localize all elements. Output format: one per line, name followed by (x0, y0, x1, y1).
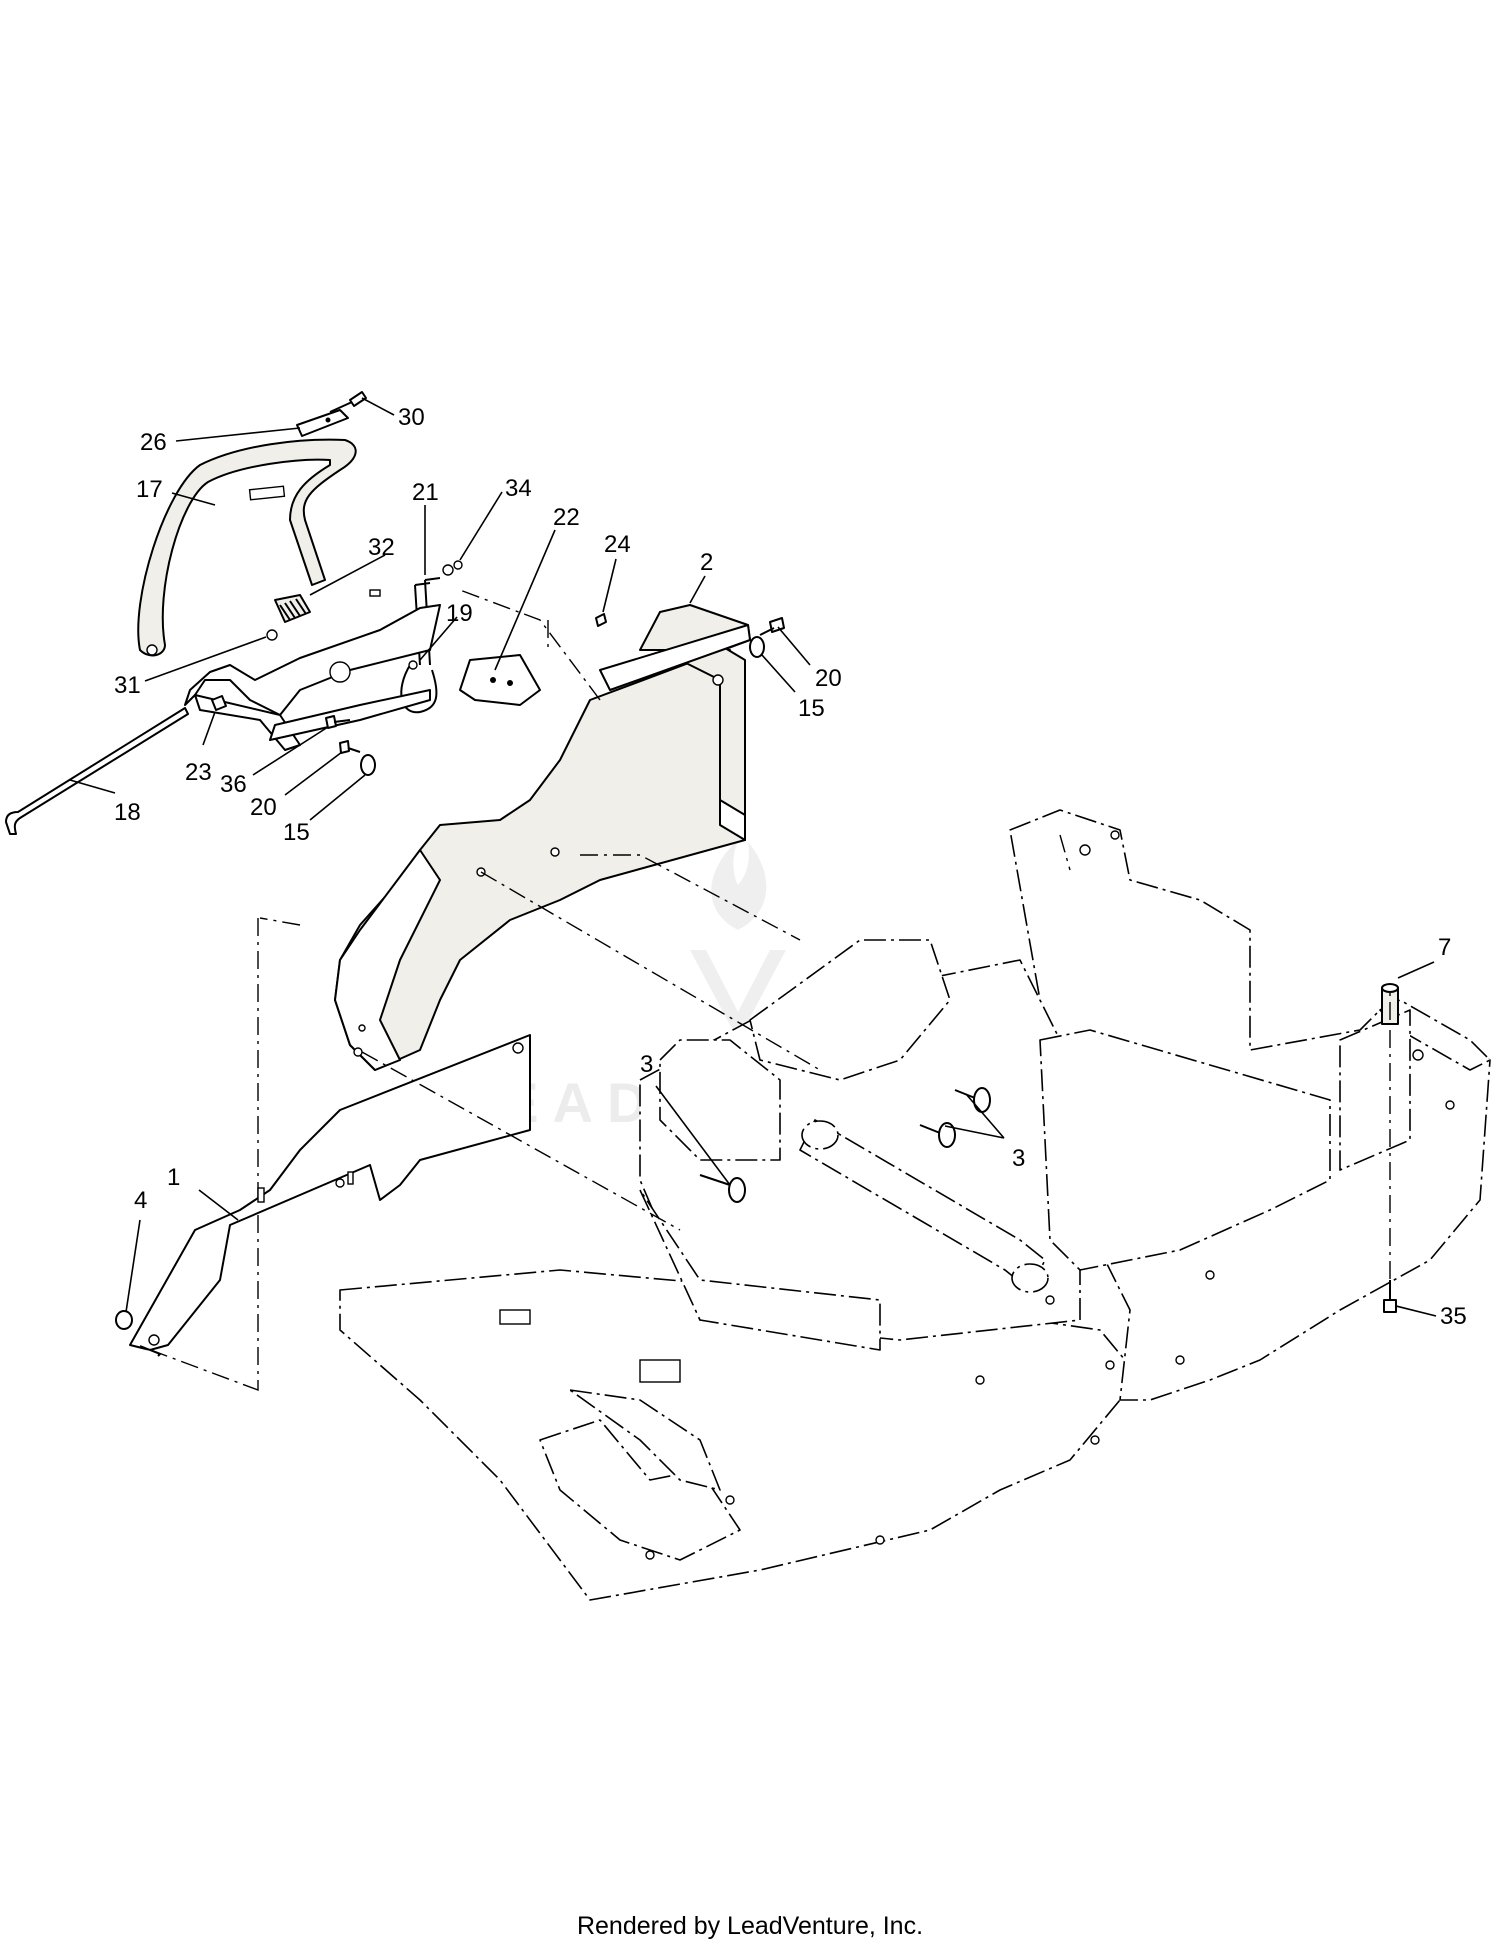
callout-20-upper: 20 (815, 665, 842, 692)
callout-15-upper: 15 (798, 695, 825, 722)
callout-36: 36 (220, 771, 247, 798)
callout-4: 4 (134, 1187, 147, 1214)
callout-18: 18 (114, 799, 141, 826)
callout-35: 35 (1440, 1303, 1467, 1330)
callout-31: 31 (114, 672, 141, 699)
callout-3-left: 3 (640, 1051, 653, 1078)
callout-1: 1 (167, 1164, 180, 1191)
part-30-screw (329, 391, 367, 413)
callout-2: 2 (700, 549, 713, 576)
callouts: 30 26 17 21 34 22 24 2 32 19 20 15 31 23… (114, 404, 1467, 1330)
pin-3-left (699, 1174, 746, 1203)
frame-lower-bracket (539, 1419, 741, 1561)
callout-3-right: 3 (1012, 1145, 1025, 1172)
callout-24: 24 (604, 531, 631, 558)
frame-front-crossmember (639, 1189, 881, 1351)
footer-credit: Rendered by LeadVenture, Inc. (576, 1912, 924, 1940)
main-frame (339, 809, 1491, 1601)
callout-21: 21 (412, 479, 439, 506)
callout-17: 17 (136, 476, 163, 503)
part-1-side-panel (129, 918, 531, 1388)
callout-34: 34 (505, 475, 532, 502)
callout-15-lower: 15 (283, 819, 310, 846)
callout-19: 19 (446, 600, 473, 627)
pin-3-right-b (919, 1122, 956, 1148)
part-26-latch (296, 409, 349, 437)
frame-cross-tube (799, 1119, 1046, 1291)
fasteners (115, 613, 1399, 1330)
callout-7: 7 (1438, 934, 1451, 961)
callout-26: 26 (140, 429, 167, 456)
part-32-spring (266, 594, 311, 641)
frame-control-bracket (749, 939, 951, 1081)
part-22-plate (459, 654, 541, 706)
alignment-lines (139, 589, 1391, 1392)
callout-32: 32 (368, 534, 395, 561)
callout-30: 30 (398, 404, 425, 431)
callout-20-lower: 20 (250, 794, 277, 821)
part-23-bracket (184, 589, 441, 751)
part-18-rod (5, 707, 189, 835)
callout-23: 23 (185, 759, 212, 786)
frame-seat-pan (1039, 1029, 1331, 1271)
part-2-control-tower (334, 604, 751, 1071)
frame-left-upright (659, 1039, 781, 1161)
callout-22: 22 (553, 504, 580, 531)
leader-lines (69, 397, 1437, 1317)
part-17-handle (137, 438, 357, 657)
